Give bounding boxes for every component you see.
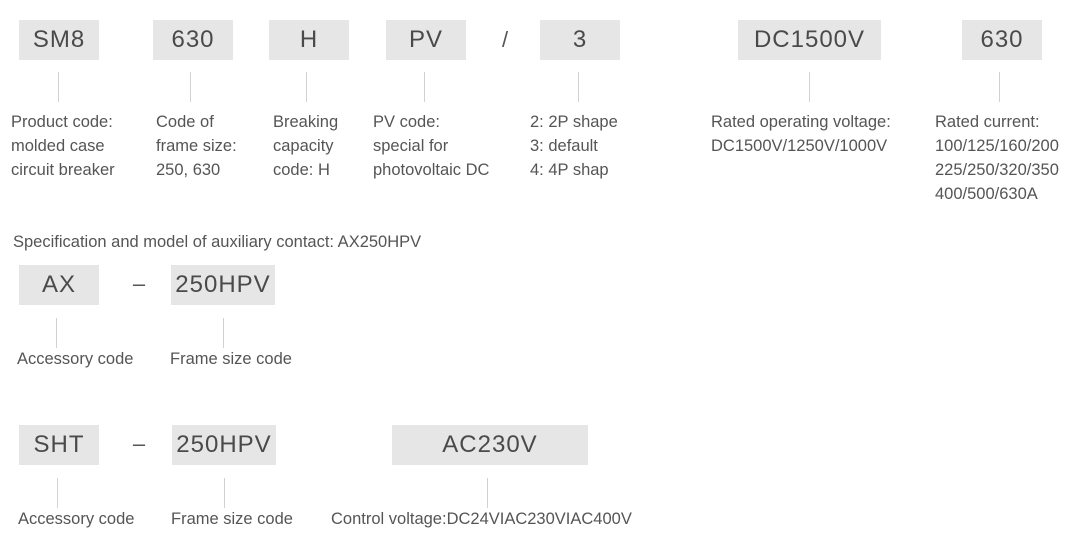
code-box-product: SM8	[19, 20, 99, 60]
connector-line	[424, 72, 425, 102]
connector-line	[58, 72, 59, 102]
desc-sht-frame-size-code: Frame size code	[171, 510, 293, 528]
code-box-frame-size: 630	[153, 20, 233, 60]
connector-line	[809, 72, 810, 102]
desc-frame-size: Code of frame size: 250, 630	[156, 113, 237, 179]
code-box-sht-accessory: SHT	[19, 425, 99, 465]
code-box-ax-accessory: AX	[19, 265, 99, 305]
connector-line	[306, 72, 307, 102]
connector-line	[56, 318, 57, 348]
code-box-ax-frame: 250HPV	[171, 265, 275, 305]
connector-line	[578, 72, 579, 102]
code-box-current: 630	[962, 20, 1042, 60]
desc-rated-voltage: Rated operating voltage: DC1500V/1250V/1…	[711, 113, 891, 155]
code-separator-dash: –	[132, 271, 146, 296]
code-box-sht-voltage: AC230V	[392, 425, 588, 465]
code-box-shape: 3	[540, 20, 620, 60]
desc-ax-frame-size-code: Frame size code	[170, 350, 292, 368]
desc-product-code: Product code: molded case circuit breake…	[11, 113, 115, 179]
desc-ax-accessory-code: Accessory code	[17, 350, 134, 368]
code-box-pv: PV	[386, 20, 466, 60]
desc-sht-control-voltage: Control voltage:DC24VIAC230VIAC400V	[331, 510, 632, 528]
desc-shape: 2: 2P shape 3: default 4: 4P shap	[530, 113, 618, 179]
connector-line	[223, 318, 224, 348]
desc-rated-current: Rated current: 100/125/160/200 225/250/3…	[935, 113, 1059, 203]
desc-breaking-capacity: Breaking capacity code: H	[273, 113, 339, 179]
connector-line	[57, 478, 58, 508]
code-box-voltage: DC1500V	[738, 20, 881, 60]
desc-sht-accessory-code: Accessory code	[18, 510, 135, 528]
code-separator-dash: –	[132, 431, 146, 456]
connector-line	[999, 72, 1000, 102]
auxiliary-contact-heading: Specification and model of auxiliary con…	[13, 233, 422, 251]
code-box-breaking-capacity: H	[269, 20, 349, 60]
code-box-sht-frame: 250HPV	[172, 425, 276, 465]
connector-line	[487, 478, 488, 508]
connector-line	[190, 72, 191, 102]
connector-line	[224, 478, 225, 508]
desc-pv-code: PV code: special for photovoltaic DC	[373, 113, 490, 179]
code-separator-slash: /	[501, 27, 509, 52]
